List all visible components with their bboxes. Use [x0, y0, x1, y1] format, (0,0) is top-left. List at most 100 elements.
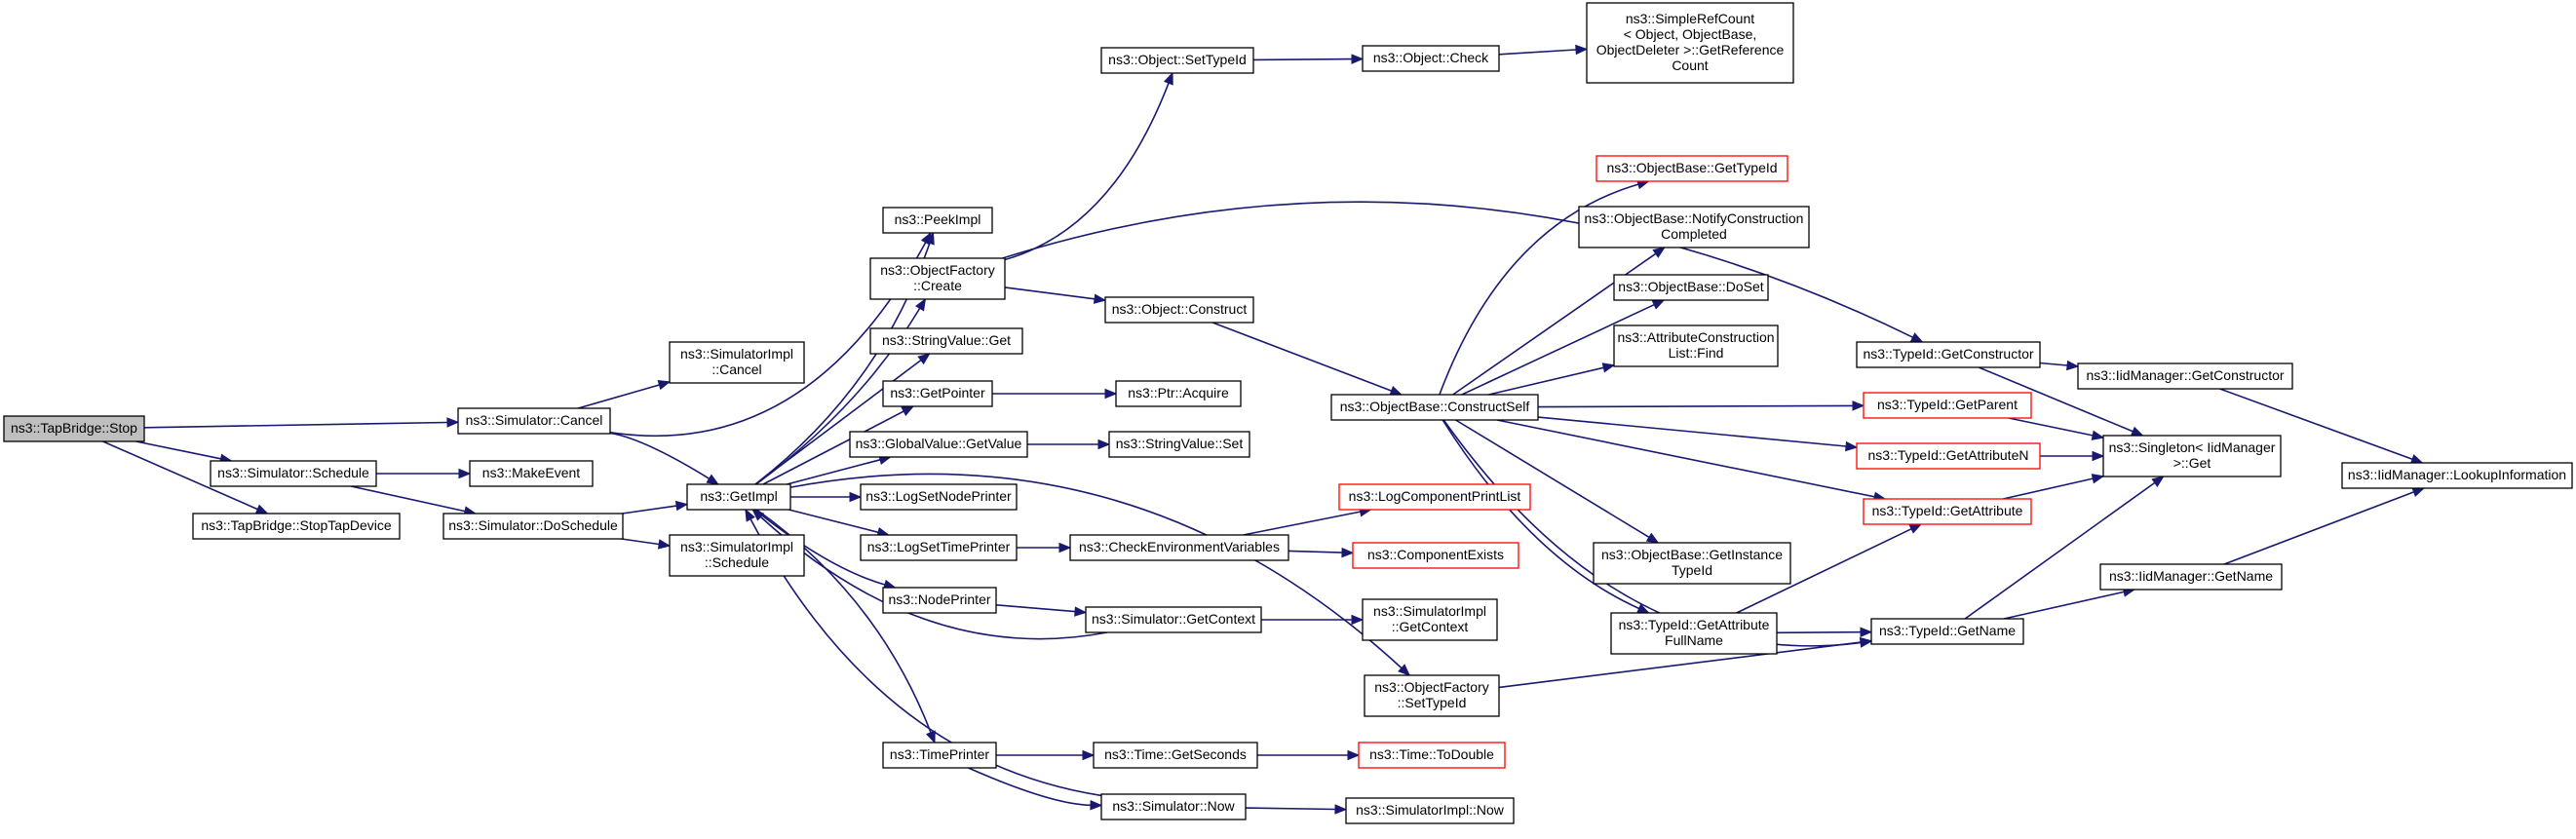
node-box[interactable]: [442, 513, 624, 540]
node-objbase-doset[interactable]: ns3::ObjectBase::DoSet: [1613, 274, 1769, 301]
node-box[interactable]: [1863, 392, 2032, 419]
node-box[interactable]: [869, 257, 1006, 300]
node-simimpl-schedule[interactable]: ns3::SimulatorImpl::Schedule: [669, 534, 805, 577]
node-box[interactable]: [1069, 534, 1289, 561]
node-stringvalue-get[interactable]: ns3::StringValue::Get: [869, 327, 1023, 355]
node-box[interactable]: [1100, 47, 1254, 74]
node-box[interactable]: [1870, 618, 2024, 645]
node-box[interactable]: [1330, 394, 1539, 421]
node-typeid-getattribute[interactable]: ns3::TypeId::GetAttribute: [1863, 498, 2032, 525]
node-logsetnodeprinter[interactable]: ns3::LogSetNodePrinter: [860, 483, 1018, 511]
node-objbase-notify[interactable]: ns3::ObjectBase::NotifyConstructionCompl…: [1578, 206, 1810, 248]
node-box[interactable]: [1596, 155, 1788, 182]
node-box[interactable]: [860, 534, 1018, 561]
node-box[interactable]: [1610, 612, 1778, 655]
node-simimpl-cancel[interactable]: ns3::SimulatorImpl::Cancel: [669, 341, 805, 384]
node-box[interactable]: [1593, 542, 1791, 585]
node-tapbridge-stoptap[interactable]: ns3::TapBridge::StopTapDevice: [192, 513, 401, 540]
node-timeprinter[interactable]: ns3::TimePrinter: [882, 742, 997, 769]
node-sim-now[interactable]: ns3::Simulator::Now: [1100, 793, 1247, 820]
node-box[interactable]: [1856, 341, 2041, 368]
node-box[interactable]: [1863, 498, 2032, 525]
node-box[interactable]: [686, 483, 791, 511]
node-typeid-getparent[interactable]: ns3::TypeId::GetParent: [1863, 392, 2032, 419]
node-tapbridge-stop[interactable]: ns3::TapBridge::Stop: [3, 415, 145, 442]
node-simimpl-now[interactable]: ns3::SimulatorImpl::Now: [1345, 797, 1515, 824]
node-iidmanager-lookupinfo[interactable]: ns3::IidManager::LookupInformation: [2341, 462, 2573, 489]
node-box[interactable]: [882, 380, 993, 407]
node-logsettimeprinter[interactable]: ns3::LogSetTimePrinter: [860, 534, 1018, 561]
node-box[interactable]: [1578, 206, 1810, 248]
node-box[interactable]: [1104, 296, 1254, 324]
node-box[interactable]: [882, 587, 997, 614]
node-objbase-constructself[interactable]: ns3::ObjectBase::ConstructSelf: [1330, 394, 1539, 421]
node-box[interactable]: [849, 431, 1028, 458]
node-box[interactable]: [869, 327, 1023, 355]
node-getpointer[interactable]: ns3::GetPointer: [882, 380, 993, 407]
node-box[interactable]: [2341, 462, 2573, 489]
node-objbase-gettypeid[interactable]: ns3::ObjectBase::GetTypeId: [1596, 155, 1788, 182]
node-time-getseconds[interactable]: ns3::Time::GetSeconds: [1093, 742, 1258, 769]
node-nodeprinter[interactable]: ns3::NodePrinter: [882, 587, 997, 614]
node-box[interactable]: [1115, 380, 1242, 407]
node-box[interactable]: [457, 407, 611, 435]
node-object-settypeid[interactable]: ns3::Object::SetTypeId: [1100, 47, 1254, 74]
node-stringvalue-set[interactable]: ns3::StringValue::Set: [1108, 431, 1250, 458]
node-box[interactable]: [1085, 606, 1262, 633]
node-getimpl[interactable]: ns3::GetImpl: [686, 483, 791, 511]
node-box[interactable]: [1108, 431, 1250, 458]
node-box[interactable]: [1856, 442, 2041, 470]
node-box[interactable]: [3, 415, 145, 442]
node-globalvalue-getvalue[interactable]: ns3::GlobalValue::GetValue: [849, 431, 1028, 458]
node-box[interactable]: [469, 460, 594, 487]
node-componentexists[interactable]: ns3::ComponentExists: [1352, 542, 1519, 569]
node-logcomponentprintlist[interactable]: ns3::LogComponentPrintList: [1338, 483, 1531, 511]
node-box[interactable]: [1352, 542, 1519, 569]
node-box[interactable]: [882, 742, 997, 769]
node-typeid-getconstructor[interactable]: ns3::TypeId::GetConstructor: [1856, 341, 2041, 368]
node-box[interactable]: [2102, 435, 2282, 477]
node-box[interactable]: [1364, 674, 1500, 717]
node-box[interactable]: [1613, 324, 1779, 367]
node-simimpl-getcontext[interactable]: ns3::SimulatorImpl::GetContext: [1362, 598, 1498, 641]
node-box[interactable]: [1362, 598, 1498, 641]
node-box[interactable]: [1093, 742, 1258, 769]
node-sim-cancel[interactable]: ns3::Simulator::Cancel: [457, 407, 611, 435]
node-box[interactable]: [1586, 2, 1794, 84]
node-checkenv[interactable]: ns3::CheckEnvironmentVariables: [1069, 534, 1289, 561]
node-typeid-getname[interactable]: ns3::TypeId::GetName: [1870, 618, 2024, 645]
node-objfactory-settypeid[interactable]: ns3::ObjectFactory::SetTypeId: [1364, 674, 1500, 717]
node-objfactory-create[interactable]: ns3::ObjectFactory::Create: [869, 257, 1006, 300]
node-peekimpl[interactable]: ns3::PeekImpl: [882, 207, 993, 234]
node-box[interactable]: [669, 341, 805, 384]
node-box[interactable]: [210, 460, 377, 487]
node-box[interactable]: [1362, 45, 1500, 72]
node-box[interactable]: [860, 483, 1018, 511]
node-simplerefcount[interactable]: ns3::SimpleRefCount< Object, ObjectBase,…: [1586, 2, 1794, 84]
node-typeid-getattributen[interactable]: ns3::TypeId::GetAttributeN: [1856, 442, 2041, 470]
node-iidmanager-getname[interactable]: ns3::IidManager::GetName: [2099, 563, 2283, 591]
node-box[interactable]: [1358, 742, 1506, 769]
node-iidmanager-getconstructor[interactable]: ns3::IidManager::GetConstructor: [2077, 362, 2293, 390]
node-box[interactable]: [669, 534, 805, 577]
node-singleton-get[interactable]: ns3::Singleton< IidManager>::Get: [2102, 435, 2282, 477]
node-box[interactable]: [1613, 274, 1769, 301]
node-box[interactable]: [882, 207, 993, 234]
node-box[interactable]: [192, 513, 401, 540]
node-sim-getcontext[interactable]: ns3::Simulator::GetContext: [1085, 606, 1262, 633]
node-object-construct[interactable]: ns3::Object::Construct: [1104, 296, 1254, 324]
node-box[interactable]: [2099, 563, 2283, 591]
node-object-check[interactable]: ns3::Object::Check: [1362, 45, 1500, 72]
node-sim-schedule[interactable]: ns3::Simulator::Schedule: [210, 460, 377, 487]
node-box[interactable]: [1100, 793, 1247, 820]
node-sim-doschedule[interactable]: ns3::Simulator::DoSchedule: [442, 513, 624, 540]
node-ptr-acquire[interactable]: ns3::Ptr::Acquire: [1115, 380, 1242, 407]
node-makeevent[interactable]: ns3::MakeEvent: [469, 460, 594, 487]
node-time-todouble[interactable]: ns3::Time::ToDouble: [1358, 742, 1506, 769]
node-box[interactable]: [1345, 797, 1515, 824]
node-box[interactable]: [2077, 362, 2293, 390]
node-box[interactable]: [1338, 483, 1531, 511]
